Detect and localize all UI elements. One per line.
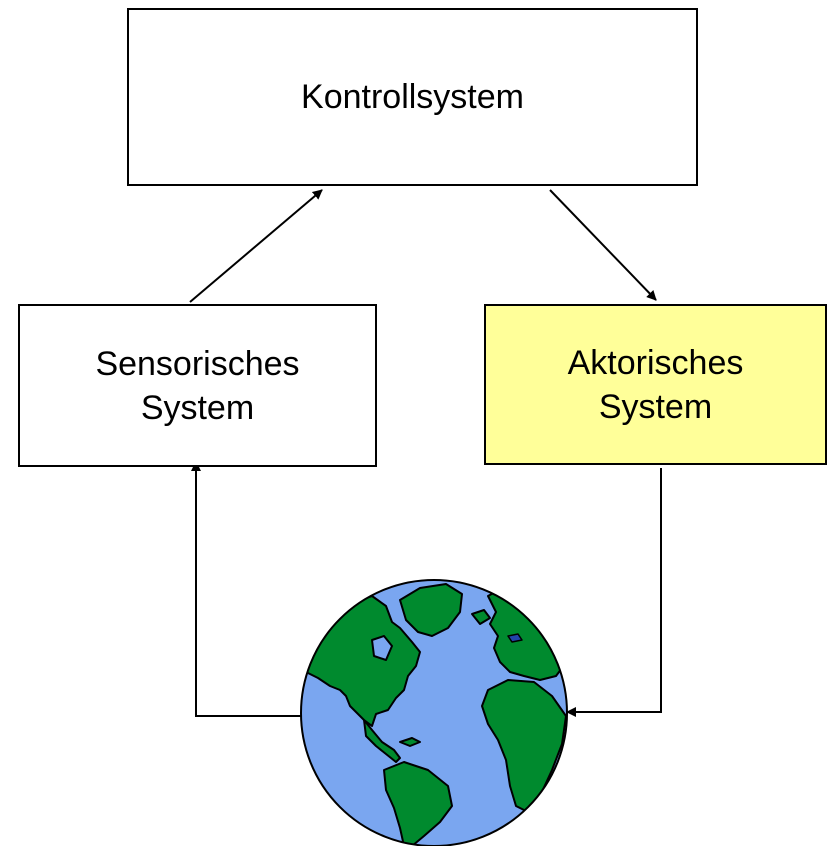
sensor-system-label-line1: Sensorisches [95,344,300,383]
arrow-actuator-to-world [566,468,662,717]
sensor-system-label-line2: System [140,388,255,427]
globe-icon [300,579,568,846]
control-system-box: Kontrollsystem [127,8,698,186]
hudson-bay [371,635,393,661]
central-america-landmass [363,719,401,763]
iceland-landmass [471,609,491,625]
actuator-system-box: Aktorisches System [484,304,827,465]
sensor-system-box: Sensorisches System [18,304,377,467]
arrow-sensor-to-control [189,189,323,303]
actuator-system-label-line1: Aktorisches [567,343,744,382]
control-system-label: Kontrollsystem [301,78,524,116]
south-america-landmass [383,761,453,846]
arrow-world-to-sensor [191,461,302,717]
caribbean-islands [399,737,421,747]
actuator-system-label-line2: System [598,387,713,426]
greenland-landmass [399,583,463,637]
inland-sea [507,633,523,643]
arrow-control-to-actuator [549,189,657,301]
